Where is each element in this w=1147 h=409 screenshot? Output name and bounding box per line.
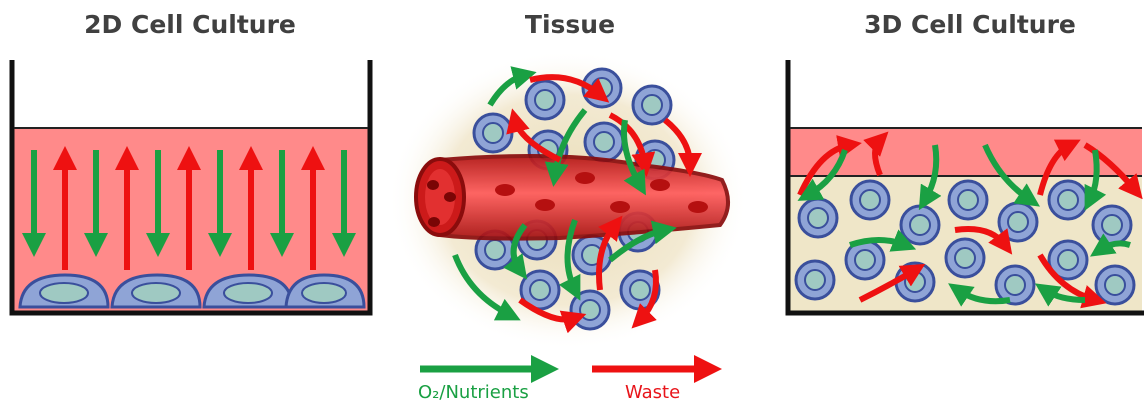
legend-nutrients-label: O₂/Nutrients bbox=[418, 382, 529, 403]
legend-waste-label: Waste bbox=[625, 382, 680, 403]
culture-3d-panel bbox=[788, 60, 1144, 313]
culture-2d-panel bbox=[12, 60, 370, 313]
tissue-panel bbox=[388, 50, 748, 350]
